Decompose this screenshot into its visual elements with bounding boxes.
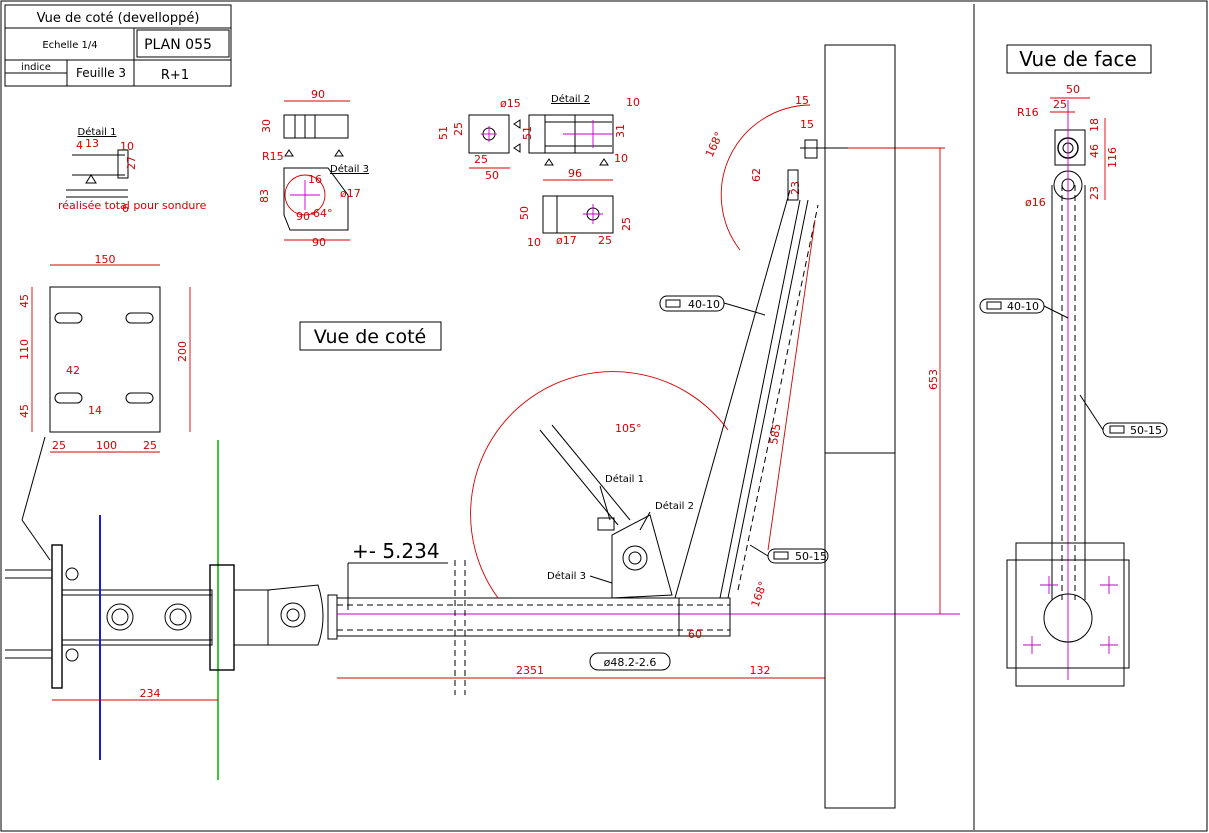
detail-3-title: Détail 3 bbox=[330, 163, 369, 175]
diagonal-strut: 105° 168° 168° 585 653 15 15 62 23 Détai… bbox=[470, 94, 945, 614]
d2-dim-f: 31 bbox=[614, 124, 627, 138]
svg-text:50-15: 50-15 bbox=[1130, 424, 1162, 437]
plate-dim-a: 45 bbox=[18, 294, 31, 308]
plate-width: 150 bbox=[95, 253, 116, 266]
d2-dim-c: 25 bbox=[474, 153, 488, 166]
plate-dim-b: 110 bbox=[18, 339, 31, 360]
d1-dim-d: 13 bbox=[85, 137, 99, 150]
plate-dim-d: 25 bbox=[52, 439, 66, 452]
scale-label: Echelle 1/4 bbox=[42, 40, 97, 51]
detail-3-drawing: 90 30 R15 83 90 ø17 16 64° 90° Détail 3 bbox=[258, 88, 369, 249]
d4-hole: ø17 bbox=[556, 234, 577, 247]
section-tag-50-15-front: 50-15 bbox=[1079, 394, 1168, 438]
dim-60: 60 bbox=[688, 628, 702, 641]
d4-height: 50 bbox=[518, 206, 531, 220]
plate-dim-e: 100 bbox=[96, 439, 117, 452]
angle-168-bottom: 168° bbox=[749, 580, 770, 609]
level-label: R+1 bbox=[161, 68, 189, 83]
label-detail-3: Détail 3 bbox=[547, 570, 586, 582]
side-view-box bbox=[299, 321, 442, 351]
base-plate-detail: 150 200 45 110 45 25 100 25 42 14 bbox=[18, 253, 191, 561]
d2-dim-a: 51 bbox=[437, 126, 450, 140]
plan-number: PLAN 055 bbox=[144, 37, 212, 53]
plate-height: 200 bbox=[176, 341, 189, 362]
front-view: Vue de face 50 25 R16 18 46 116 23 ø16 bbox=[1006, 44, 1152, 687]
d4-width: 96 bbox=[568, 167, 582, 180]
plate-dim-f: 25 bbox=[143, 439, 157, 452]
d3-width: 90 bbox=[311, 88, 325, 101]
d2-dim-d: 50 bbox=[485, 169, 499, 182]
d2-dim-g: 51 bbox=[521, 126, 534, 140]
dim-15-a: 15 bbox=[795, 94, 809, 107]
front-view-label: Vue de face bbox=[1019, 47, 1137, 71]
plate-dim-h: 14 bbox=[88, 404, 102, 417]
sheet-number: Feuille 3 bbox=[76, 66, 126, 80]
d2-hole: ø15 bbox=[500, 97, 521, 110]
section-tag-50-15-side: 50-15 bbox=[749, 544, 829, 564]
label-detail-1: Détail 1 bbox=[605, 473, 644, 485]
plate-dim-g: 42 bbox=[66, 364, 80, 377]
d2-dim-b: 25 bbox=[452, 122, 465, 136]
title-block: Vue de coté (develloppé) Echelle 1/4 PLA… bbox=[4, 4, 232, 87]
label-detail-2: Détail 2 bbox=[655, 500, 694, 512]
d2-dim-e: 10 bbox=[626, 96, 640, 109]
d3-a2: 64° bbox=[313, 207, 333, 220]
d3-height: 30 bbox=[260, 119, 273, 133]
section-tag-40-10-front: 40-10 bbox=[979, 298, 1069, 319]
dim-15-b: 15 bbox=[800, 118, 814, 131]
d4-dim-a: 10 bbox=[527, 236, 541, 249]
dim-585: 585 bbox=[767, 423, 783, 446]
dim-653: 653 bbox=[927, 369, 940, 390]
wall-bracket-assembly: 234 bbox=[5, 440, 338, 780]
section-tag-40-10-side: 40-10 bbox=[659, 295, 766, 316]
front-dim-18: 18 bbox=[1088, 118, 1101, 132]
d3-height-2: 83 bbox=[258, 189, 271, 203]
front-dim-phi16: ø16 bbox=[1025, 196, 1046, 209]
dim-132: 132 bbox=[750, 664, 771, 677]
dim-23: 23 bbox=[789, 181, 802, 195]
d3-width-2: 90 bbox=[312, 236, 326, 249]
d3-radius: R15 bbox=[262, 150, 284, 163]
front-dim-46: 46 bbox=[1088, 144, 1101, 158]
svg-text:40-10: 40-10 bbox=[1007, 300, 1039, 313]
wall-section bbox=[824, 44, 896, 809]
d1-dim-b: 27 bbox=[125, 156, 138, 170]
dim-2351: 2351 bbox=[516, 664, 544, 677]
d1-note: réalisée total pour sondure bbox=[58, 199, 207, 212]
d3-a3: 90° bbox=[296, 210, 316, 223]
tube-spec: ø48.2-2.6 bbox=[604, 656, 657, 669]
level-marker: +- 5.234 bbox=[352, 539, 440, 563]
angle-105: 105° bbox=[615, 422, 642, 435]
d1-dim-e: 4 bbox=[76, 139, 83, 152]
detail-1-title: Détail 1 bbox=[78, 126, 117, 138]
detail-2-title: Détail 2 bbox=[551, 93, 590, 105]
d4-dim-b: 25 bbox=[598, 234, 612, 247]
indice-label: indice bbox=[21, 62, 51, 73]
front-dim-r16: R16 bbox=[1017, 106, 1039, 119]
plate-dim-c: 45 bbox=[18, 404, 31, 418]
d3-hole: ø17 bbox=[340, 187, 361, 200]
detail-1-small: Détail 1 10 27 6 13 4 réalisée total pou… bbox=[58, 126, 207, 215]
svg-text:50-15: 50-15 bbox=[795, 550, 827, 563]
angle-168-top: 168° bbox=[703, 130, 726, 160]
d1-dim-c: 6 bbox=[122, 202, 129, 215]
main-tube: +- 5.234 2351 132 60 ø48.2-2.6 bbox=[337, 539, 960, 695]
dim-234: 234 bbox=[140, 687, 161, 700]
d3-a1: 16 bbox=[308, 173, 322, 186]
front-dim-116: 116 bbox=[1106, 147, 1119, 168]
d1-dim-a: 10 bbox=[120, 140, 134, 153]
detail-2-drawing: ø15 51 25 25 50 Détail 2 10 31 51 10 96 … bbox=[437, 93, 640, 249]
d4-dim-c: 25 bbox=[620, 217, 633, 231]
svg-text:40-10: 40-10 bbox=[688, 298, 720, 311]
side-view-label: Vue de coté bbox=[314, 326, 426, 348]
front-dim-23: 23 bbox=[1088, 186, 1101, 200]
front-dim-50: 50 bbox=[1066, 83, 1080, 96]
front-dim-25: 25 bbox=[1053, 98, 1067, 111]
dim-62: 62 bbox=[750, 168, 763, 182]
d2-dim-h: 10 bbox=[614, 152, 628, 165]
drawing-title: Vue de coté (develloppé) bbox=[37, 11, 200, 26]
